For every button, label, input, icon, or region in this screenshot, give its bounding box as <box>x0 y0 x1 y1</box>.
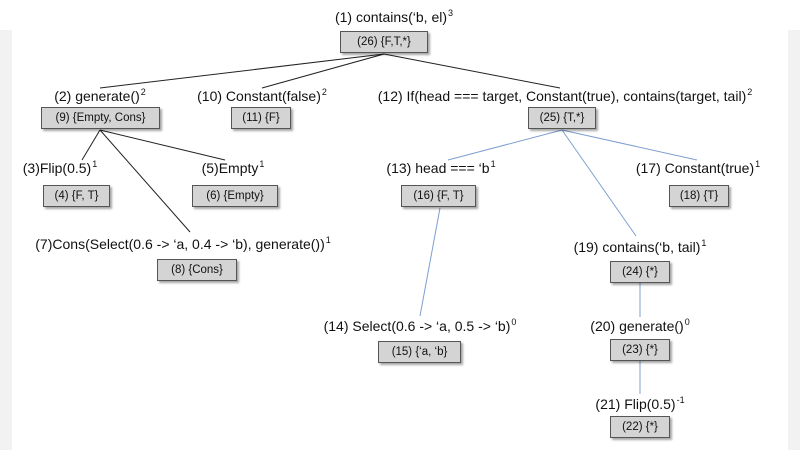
node-2-num: (2) <box>54 88 72 104</box>
node-10-num: (10) <box>197 88 223 104</box>
node-5-label: (5)Empty1 <box>201 159 265 177</box>
edge-n1-n10 <box>261 53 385 89</box>
node-3-count: 1 <box>92 159 98 169</box>
node-7-label: (7)Cons(Select(0.6 -> ‘a, 0.4 -> ‘b), ge… <box>35 235 331 253</box>
node-1-expr: contains(‘b, el) <box>355 9 448 25</box>
node-13-expr: head === ‘b <box>415 160 490 176</box>
node-5-count: 1 <box>259 159 265 169</box>
edge-n12-n19 <box>561 129 637 237</box>
node-3-expr: Flip(0.5) <box>39 160 92 176</box>
node-19-count: 1 <box>701 238 707 248</box>
edge-n12-n17 <box>561 129 698 161</box>
node-10-value-set: (11) {F} <box>231 107 291 129</box>
node-13-count: 1 <box>490 159 496 169</box>
node-1-num: (1) <box>334 9 353 25</box>
node-21-num: (21) <box>595 396 621 412</box>
node-14-label: (14) Select(0.6 -> ‘a, 0.5 -> ‘b)0 <box>323 317 517 335</box>
node-5-num: (5) <box>201 160 219 176</box>
node-1-value-set: (26) {F,T,*} <box>340 31 428 53</box>
edge-n2-n7 <box>99 129 191 233</box>
edge-n1-n12 <box>383 53 561 89</box>
node-17-count: 1 <box>755 159 761 169</box>
node-20-value-set: (23) {*} <box>610 339 670 361</box>
node-2-label: (2) generate()2 <box>54 87 146 105</box>
edge-n12-n13 <box>447 129 563 161</box>
node-14-num: (14) <box>323 318 349 334</box>
node-3-num: (3) <box>22 160 40 176</box>
node-3-value-set: (4) {F, T} <box>43 185 110 207</box>
node-7-expr: Cons(Select(0.6 -> ‘a, 0.4 -> ‘b), gener… <box>52 236 325 252</box>
node-2-expr: generate() <box>75 88 140 104</box>
node-19-expr: contains(‘b, tail) <box>602 239 701 255</box>
node-13-num: (13) <box>386 160 412 176</box>
node-19-num: (19) <box>573 239 599 255</box>
edge-n2-n3 <box>81 129 101 161</box>
node-19-value-set: (24) {*} <box>610 261 670 283</box>
node-1-label: (1) contains(‘b, el)3 <box>334 8 454 26</box>
edge-n13-n14 <box>419 207 441 317</box>
node-12-label: (12) If(head === target, Constant(true),… <box>377 87 753 105</box>
node-20-expr: generate() <box>619 318 684 334</box>
node-12-value-set: (25) {T,*} <box>528 107 596 129</box>
node-12-num: (12) <box>377 88 403 104</box>
node-7-value-set: (8) {Cons} <box>157 259 237 281</box>
node-14-value-set: (15) {‘a, ‘b} <box>378 341 461 363</box>
node-21-label: (21) Flip(0.5)-1 <box>595 395 685 413</box>
node-20-num: (20) <box>590 318 616 334</box>
node-20-count: 0 <box>684 317 690 327</box>
node-13-label: (13) head === ‘b1 <box>386 159 496 177</box>
node-2-count: 2 <box>140 87 146 97</box>
node-19-label: (19) contains(‘b, tail)1 <box>573 238 707 256</box>
node-7-count: 1 <box>325 235 331 245</box>
node-21-value-set: (22) {*} <box>610 416 670 438</box>
node-7-num: (7) <box>35 236 53 252</box>
node-3-label: (3)Flip(0.5)1 <box>22 159 98 177</box>
node-13-value-set: (16) {F, T} <box>401 185 476 207</box>
node-10-count: 2 <box>321 87 327 97</box>
node-5-value-set: (6) {Empty} <box>192 185 278 207</box>
node-10-expr: Constant(false) <box>225 88 321 104</box>
node-21-count: -1 <box>676 395 685 405</box>
node-21-expr: Flip(0.5) <box>624 396 676 412</box>
background-panel-left <box>0 30 12 450</box>
node-14-count: 0 <box>511 317 517 327</box>
background-panel-right <box>788 30 800 450</box>
node-17-expr: Constant(true) <box>664 160 755 176</box>
node-2-value-set: (9) {Empty, Cons} <box>41 107 160 129</box>
edge-n2-n5 <box>99 129 226 161</box>
node-17-num: (17) <box>635 160 661 176</box>
node-5-expr: Empty <box>218 160 259 176</box>
node-12-count: 2 <box>747 87 753 97</box>
node-10-label: (10) Constant(false)2 <box>197 87 327 105</box>
node-17-value-set: (18) {T} <box>669 185 729 207</box>
edge-n1-n2 <box>99 53 385 89</box>
node-12-expr: If(head === target, Constant(true), cont… <box>406 88 747 104</box>
node-20-label: (20) generate()0 <box>590 317 690 335</box>
node-14-expr: Select(0.6 -> ‘a, 0.5 -> ‘b) <box>352 318 511 334</box>
node-1-count: 3 <box>448 8 454 18</box>
node-17-label: (17) Constant(true)1 <box>635 159 761 177</box>
